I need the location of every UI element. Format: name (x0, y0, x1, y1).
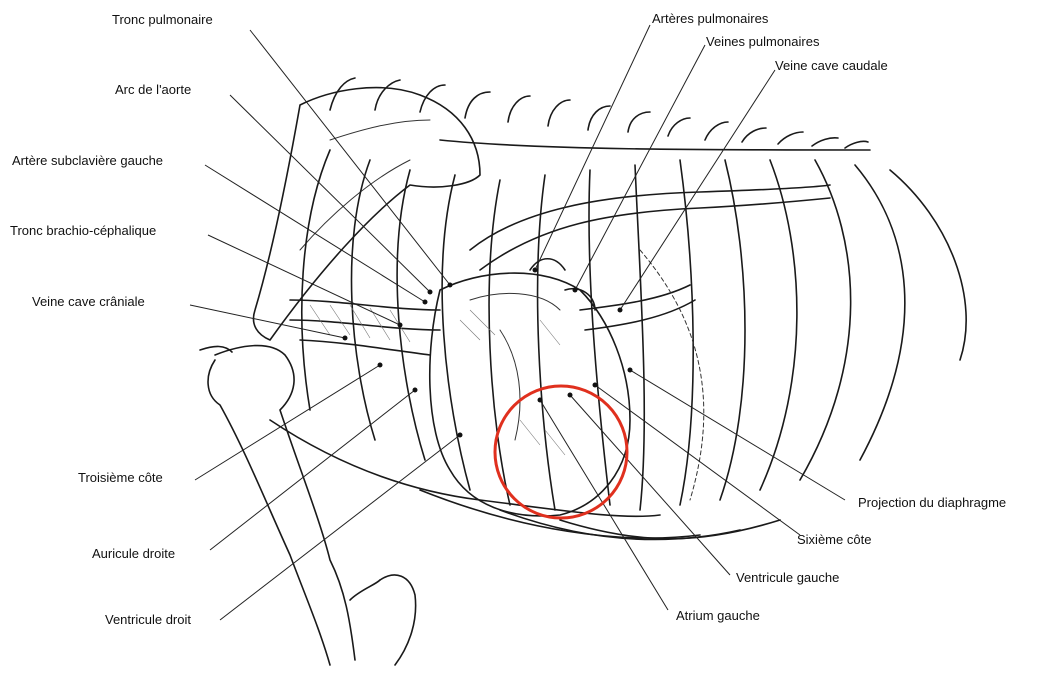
diaphragm-projection (640, 250, 704, 500)
label-projection-diaphragme: Projection du diaphragme (858, 495, 1006, 510)
ribs (302, 150, 966, 540)
label-veine-cave-craniale: Veine cave crâniale (32, 294, 145, 309)
scapula (253, 88, 480, 340)
label-arteres-pulmonaires: Artères pulmonaires (652, 11, 768, 26)
label-atrium-gauche: Atrium gauche (676, 608, 760, 623)
leader-lines (190, 25, 845, 620)
label-veine-cave-caudale: Veine cave caudale (775, 58, 888, 73)
highlight-circle (495, 386, 627, 518)
label-artere-subclaviere: Artère subclavière gauche (12, 153, 163, 168)
label-auricule-droite: Auricule droite (92, 546, 175, 561)
vertebral-spines (330, 78, 870, 150)
label-tronc-pulmonaire: Tronc pulmonaire (112, 12, 213, 27)
heart (430, 259, 630, 516)
label-arc-aorte: Arc de l'aorte (115, 82, 191, 97)
aorta (470, 185, 830, 250)
label-tronc-brachio: Tronc brachio-céphalique (10, 223, 156, 238)
label-sixieme-cote: Sixième côte (797, 532, 871, 547)
label-troisieme-cote: Troisième côte (78, 470, 163, 485)
label-veines-pulmonaires: Veines pulmonaires (706, 34, 819, 49)
label-ventricule-gauche: Ventricule gauche (736, 570, 839, 585)
label-ventricule-droit: Ventricule droit (105, 612, 191, 627)
